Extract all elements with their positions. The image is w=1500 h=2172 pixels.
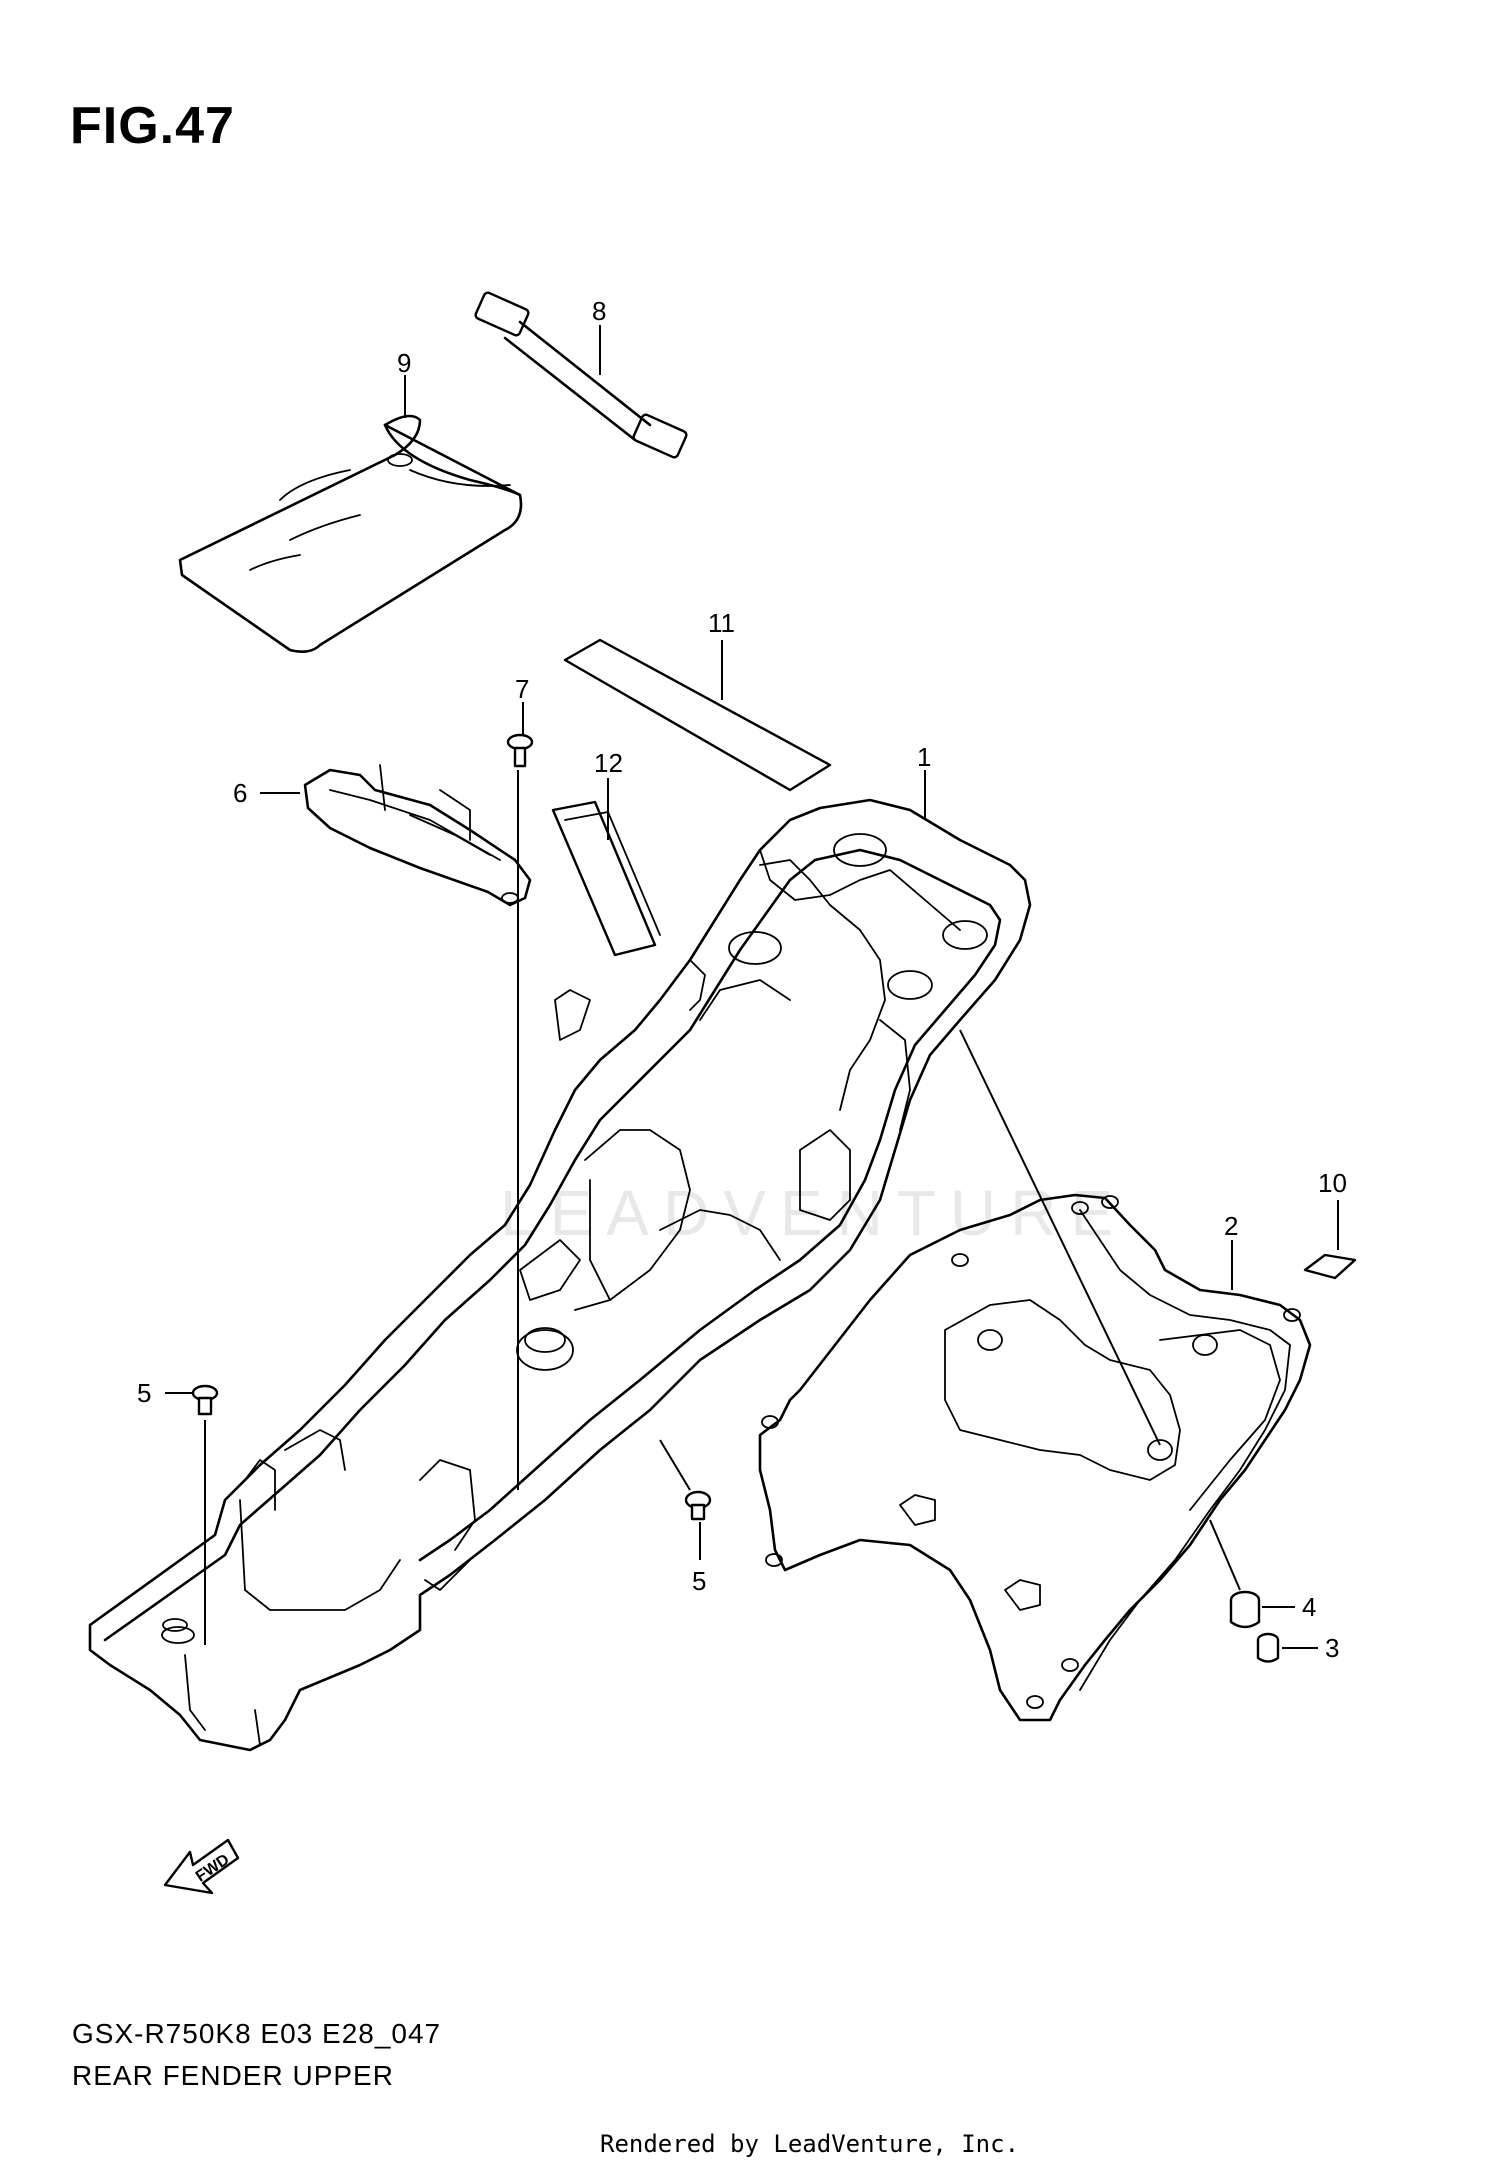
callout-8: 8 <box>592 296 606 326</box>
fwd-arrow-icon: FWD <box>163 1838 240 1895</box>
section-title: REAR FENDER UPPER <box>72 2060 394 2091</box>
part-10-small-pad[interactable] <box>1303 1253 1357 1280</box>
callout-4: 4 <box>1302 1592 1316 1622</box>
callout-5-left: 5 <box>137 1378 151 1408</box>
part-2-fender-panel[interactable] <box>758 1193 1312 1722</box>
watermark: LEADVENTURE <box>500 1177 1127 1249</box>
callout-11: 11 <box>708 608 735 638</box>
part-5-bolt-left[interactable] <box>191 1384 219 1416</box>
figure-title: FIG.47 <box>70 97 235 155</box>
part-11-pad[interactable] <box>563 638 832 792</box>
callout-9: 9 <box>397 348 411 378</box>
callout-10: 10 <box>1318 1168 1347 1198</box>
part-1-rear-fender[interactable] <box>88 798 1032 1752</box>
model-code: GSX-R750K8 E03 E28_047 <box>72 2018 442 2049</box>
part-12-label[interactable] <box>551 800 661 957</box>
part-3-collar[interactable] <box>1256 1632 1280 1663</box>
part-5-bolt-right[interactable] <box>684 1490 712 1521</box>
part-8-battery-strap[interactable] <box>474 291 688 459</box>
credit-line: Rendered by LeadVenture, Inc. <box>600 2130 1020 2158</box>
callout-5-right: 5 <box>692 1566 706 1596</box>
callout-3: 3 <box>1325 1633 1339 1663</box>
part-9-tool-bag[interactable] <box>178 414 523 653</box>
callout-1: 1 <box>917 742 931 772</box>
part-7-screw[interactable] <box>506 733 534 768</box>
callout-12: 12 <box>594 748 623 778</box>
part-6-bracket[interactable] <box>303 764 532 907</box>
callout-6: 6 <box>233 778 247 808</box>
callout-2: 2 <box>1224 1211 1238 1241</box>
callout-7: 7 <box>515 674 529 704</box>
part-4-grommet[interactable] <box>1229 1590 1261 1629</box>
